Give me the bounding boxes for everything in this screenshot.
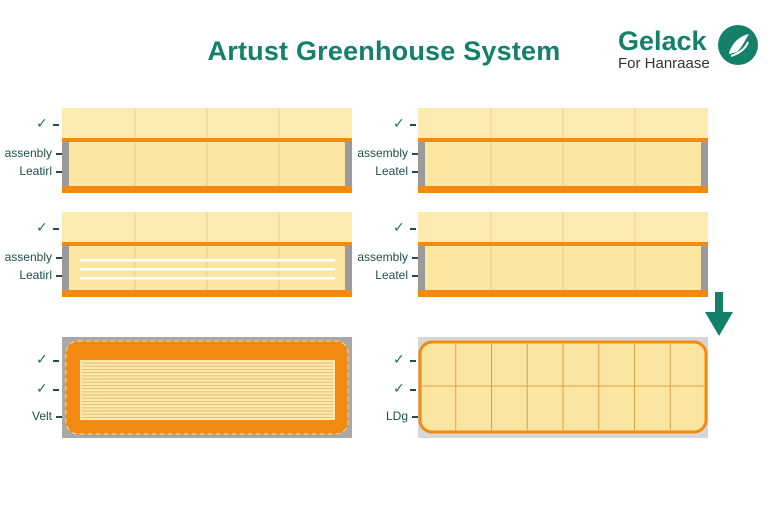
- label-leader: [412, 416, 418, 418]
- label-leader: [412, 171, 418, 173]
- label-leader: [412, 153, 418, 155]
- label-leader: [53, 389, 59, 391]
- label-leader: [410, 124, 416, 126]
- label-leader: [410, 228, 416, 230]
- panel-1-label-1: assenbly: [4, 146, 52, 160]
- check-icon: ✓: [393, 380, 405, 396]
- brand-tagline: For Hanraase: [618, 55, 710, 72]
- panel-4-label-1: assembly: [357, 250, 408, 264]
- grid-lines: [422, 344, 704, 430]
- panel-4-label-2: Leatel: [375, 268, 408, 282]
- label-leader: [56, 171, 62, 173]
- panel-3-label-1: assenbly: [4, 250, 52, 264]
- check-icon: ✓: [393, 219, 405, 235]
- label-leader: [412, 257, 418, 259]
- panel-2: [418, 108, 708, 193]
- panel-6-label-1: LDg: [385, 409, 408, 423]
- check-icon: ✓: [393, 115, 405, 131]
- panel-4: [418, 212, 708, 297]
- panel-6: [418, 337, 708, 438]
- label-leader: [53, 124, 59, 126]
- leaf-flame-icon: [718, 25, 758, 65]
- label-leader: [410, 360, 416, 362]
- panel-2-label-2: Leatel: [375, 164, 408, 178]
- panel-2-label-1: assembly: [357, 146, 408, 160]
- brand-name: Gelack: [618, 26, 707, 56]
- panel-3-label-2: Leatirl: [19, 268, 52, 282]
- label-leader: [53, 228, 59, 230]
- panel-3: [62, 212, 352, 297]
- check-icon: ✓: [36, 219, 48, 235]
- panel-1: [62, 108, 352, 193]
- stripe-lines: [82, 362, 333, 418]
- down-arrow-icon: [705, 292, 733, 336]
- label-leader: [412, 275, 418, 277]
- panel-1-label-2: Leatirl: [19, 164, 52, 178]
- brand-logo: Gelack For Hanraase: [612, 24, 762, 76]
- label-leader: [410, 389, 416, 391]
- label-leader: [56, 153, 62, 155]
- panel-5-label-1: Velt: [31, 409, 52, 423]
- check-icon: ✓: [36, 351, 48, 367]
- panel-5: [62, 337, 352, 438]
- check-icon: ✓: [36, 115, 48, 131]
- check-icon: ✓: [393, 351, 405, 367]
- label-leader: [53, 360, 59, 362]
- label-leader: [56, 275, 62, 277]
- label-leader: [56, 257, 62, 259]
- label-leader: [56, 416, 62, 418]
- page-title: Artust Greenhouse System: [207, 36, 561, 66]
- check-icon: ✓: [36, 380, 48, 396]
